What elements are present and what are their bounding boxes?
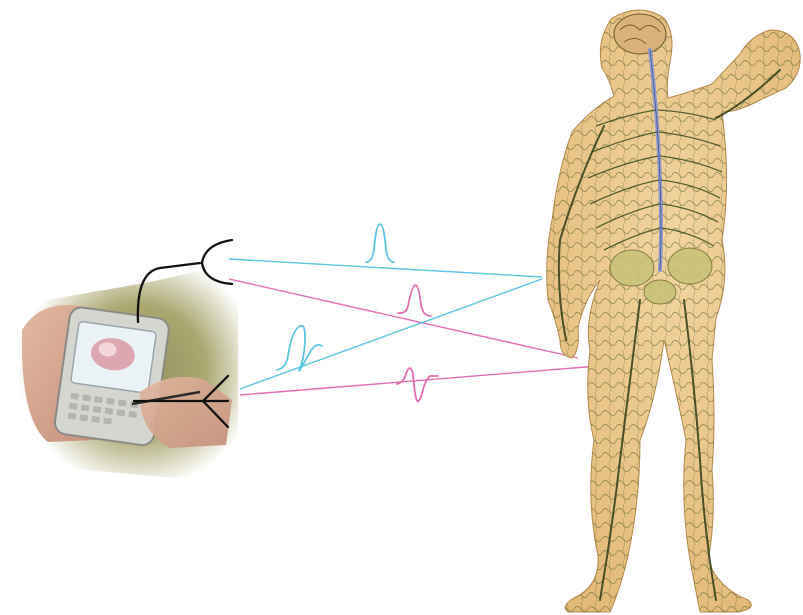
cyan-spike-icon-lower: [277, 326, 322, 371]
device-photo: [18, 262, 238, 478]
magenta-spike-icon-lower: [397, 368, 438, 401]
magenta-signal-line-upper: [229, 279, 578, 358]
magenta-spike-icon-upper: [398, 285, 431, 316]
cyan-signal-line-lower: [240, 279, 542, 389]
signal-spikes: [277, 224, 438, 401]
magenta-signal-line-lower: [240, 366, 598, 395]
cyan-spike-icon-upper: [366, 224, 394, 262]
cyan-signal-line-upper: [229, 259, 542, 277]
brain: [614, 14, 666, 54]
nerve-network: [547, 10, 801, 612]
human-nervous-system-figure: [547, 10, 801, 612]
